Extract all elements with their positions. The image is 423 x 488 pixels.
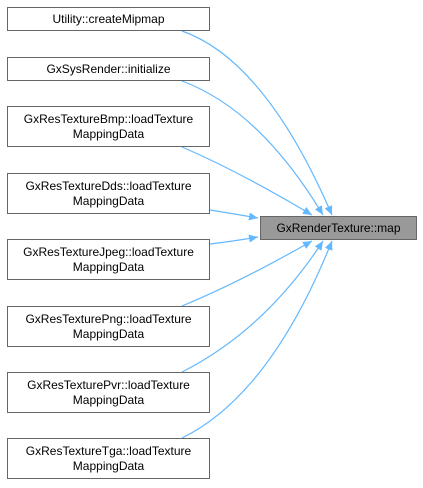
call-edge-0 xyxy=(181,30,333,216)
caller-node-label-line-2: MappingData xyxy=(72,126,145,141)
call-edge-6 xyxy=(181,240,324,373)
caller-node-gxrestexturejpeg-loadtexturemappingdata[interactable]: GxResTextureJpeg::loadTexture MappingDat… xyxy=(7,239,210,280)
caller-node-label-line-2: MappingData xyxy=(72,259,145,274)
caller-node-label-line-1: GxResTextureBmp::loadTexture xyxy=(23,111,194,126)
caller-node-label-line-1: GxResTexturePvr::loadTexture xyxy=(27,377,190,392)
caller-node-label-line-1: GxResTextureTga::loadTexture xyxy=(25,443,192,458)
call-edge-1 xyxy=(181,80,324,216)
call-edge-5 xyxy=(181,240,313,307)
caller-node-gxsysrender-initialize[interactable]: GxSysRender::initialize xyxy=(7,57,210,81)
call-edge-7 xyxy=(181,240,333,439)
caller-node-label-line-1: GxResTextureJpeg::loadTexture xyxy=(23,244,194,259)
caller-node-label-line-2: MappingData xyxy=(72,193,145,208)
target-node-label: GxRenderTexture::map xyxy=(276,220,401,235)
target-node-gxrendertexture-map: GxRenderTexture::map xyxy=(260,216,417,240)
caller-node-gxrestexturepng-loadtexturemappingdata[interactable]: GxResTexturePng::loadTexture MappingData xyxy=(7,306,210,347)
caller-node-label-line-2: MappingData xyxy=(72,392,145,407)
caller-node-gxrestexturetga-loadtexturemappingdata[interactable]: GxResTextureTga::loadTexture MappingData xyxy=(7,438,210,479)
caller-node-label-line-2: MappingData xyxy=(72,458,145,473)
caller-node-label-line-2: MappingData xyxy=(72,326,145,341)
caller-node-gxrestexturepvr-loadtexturemappingdata[interactable]: GxResTexturePvr::loadTexture MappingData xyxy=(7,372,210,413)
caller-node-label-line-1: GxResTexturePng::loadTexture xyxy=(25,311,192,326)
caller-node-gxrestexturebmp-loadtexturemappingdata[interactable]: GxResTextureBmp::loadTexture MappingData xyxy=(7,106,210,147)
caller-node-gxrestexturedds-loadtexturemappingdata[interactable]: GxResTextureDds::loadTexture MappingData xyxy=(7,173,210,214)
call-edge-2 xyxy=(181,146,313,216)
call-edge-3 xyxy=(209,209,259,221)
caller-node-utility-createmipmap[interactable]: Utility::createMipmap xyxy=(7,7,210,31)
caller-node-label-line-1: GxResTextureDds::loadTexture xyxy=(25,178,192,193)
caller-node-label: GxSysRender::initialize xyxy=(46,61,171,76)
caller-node-label: Utility::createMipmap xyxy=(52,11,165,26)
call-edge-4 xyxy=(209,234,259,245)
